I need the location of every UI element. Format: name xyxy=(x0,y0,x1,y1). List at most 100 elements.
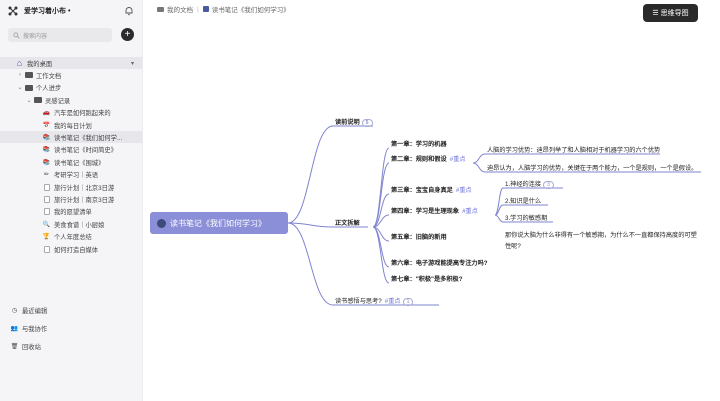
chapter-node[interactable]: 第三章：宝宝自身真足#重点 xyxy=(391,185,472,194)
sidebar-item[interactable]: 📚读书笔记《我们如何学... xyxy=(0,131,142,144)
workspace-header[interactable]: 爱学习着小布 • xyxy=(8,4,136,18)
sidebar-item[interactable]: 📚读书笔记《时间简史》 xyxy=(0,144,142,156)
tree-toggle[interactable]: ⌄ xyxy=(26,97,32,104)
chapter-link xyxy=(372,226,390,284)
child-count-badge[interactable]: 1 xyxy=(402,298,414,306)
search-input[interactable]: 搜索内容 xyxy=(8,28,112,42)
sidebar-item-label: 我的每日计划 xyxy=(54,122,92,130)
note-node[interactable]: 人脑的学习优势：迪昂列举了和人脑相对于机器学习的六个优势 xyxy=(487,145,660,154)
chapter-node[interactable]: 第六章：电子游戏能提高专注力吗? xyxy=(391,258,488,267)
chapter-node-label: 第四章：学习是生理现象 xyxy=(391,208,460,215)
sidebar-item-label: 考研学习｜英语 xyxy=(54,172,99,180)
chapter-node[interactable]: 第七章："积极"是多积极? xyxy=(391,274,463,283)
note-node-label: 那你说大脑为什么非得有一个敏感期，为什么不一直都保持高度的可塑 xyxy=(505,232,697,239)
child-count-badge[interactable]: 3 xyxy=(543,181,554,189)
doc-icon xyxy=(42,245,51,254)
sidebar-item[interactable]: ✏考研学习｜英语 xyxy=(0,169,142,181)
sidebar-item[interactable]: 如何打造自媒体 xyxy=(0,243,142,255)
root-link xyxy=(287,125,334,224)
note-node-label: 迪昂认为，人脑学习的优势，关键在于两个能力，一个是规则，一个是假设。 xyxy=(487,165,698,172)
sidebar-item[interactable]: ⌄灵感记录 xyxy=(0,94,142,106)
chapter-node-label: 第一章：学习的机器 xyxy=(391,141,447,148)
sidebar-item[interactable]: 📅我的每日计划 xyxy=(0,119,142,131)
car-icon: 🚗 xyxy=(42,110,51,117)
sidebar-item-label: 工作文档 xyxy=(36,72,62,80)
sidebar-item-label: 读书笔记《围城》 xyxy=(54,159,105,167)
note-node[interactable]: 性呢? xyxy=(505,241,521,250)
sidebar-item-label: 读书笔记《时间简史》 xyxy=(54,147,117,155)
note-node[interactable]: 3.学习的敏感期 xyxy=(505,213,547,222)
note-node[interactable]: 那你说大脑为什么非得有一个敏感期，为什么不一直都保持高度的可塑 xyxy=(505,230,697,239)
add-button[interactable]: + xyxy=(121,28,134,41)
magnifier-icon: 🔍 xyxy=(42,221,51,228)
breadcrumb-current: 读书笔记《我们如何学习》 xyxy=(211,7,290,14)
chapter-node-label: 第二章：规则和假设 xyxy=(391,156,447,163)
folder-icon xyxy=(24,71,33,80)
book-icon: 📚 xyxy=(42,159,51,166)
sidebar-item[interactable]: 旅行计划｜北京3日游 xyxy=(0,181,142,193)
sidebar: 爱学习着小布 • 搜索内容 + ⌂我的桌面▾›工作文档⌄个人进步⌄灵感记录🚗汽车… xyxy=(0,0,143,401)
tree-toggle[interactable]: ⌄ xyxy=(17,85,23,92)
sidebar-item[interactable]: 📚读书笔记《围城》 xyxy=(0,156,142,168)
tree-toggle[interactable]: › xyxy=(19,72,21,79)
sidebar-item[interactable]: ⌄个人进步 xyxy=(0,82,142,94)
sidebar-footer-label: 与我协作 xyxy=(22,325,48,333)
doc-icon xyxy=(42,183,51,192)
sidebar-footer-item[interactable]: ◷最近编辑 xyxy=(0,304,142,316)
chevron-down-icon[interactable]: ▾ xyxy=(130,60,134,67)
chapter-link xyxy=(372,226,390,268)
mindmap-button[interactable]: ☰ 思维导图 xyxy=(643,4,698,22)
sidebar-item-label: 旅行计划｜北京3日游 xyxy=(54,184,115,192)
chapter-link xyxy=(372,193,390,228)
calendar-icon: 📅 xyxy=(42,122,51,129)
chapter-node[interactable]: 第四章：学习是生理现象#重点 xyxy=(391,206,478,215)
note-node[interactable]: 2.知识是什么 xyxy=(505,196,541,205)
bell-icon[interactable] xyxy=(124,6,134,16)
root-node[interactable]: 读书笔记《我们如何学习》 xyxy=(150,212,288,234)
mindmap-links xyxy=(287,125,701,306)
tag-label: #重点 xyxy=(462,208,478,215)
people-icon: 👥 xyxy=(10,325,19,332)
sidebar-footer-item[interactable]: 🗑回收站 xyxy=(0,340,142,352)
search-placeholder: 搜索内容 xyxy=(23,33,48,40)
sidebar-item-label: 汽车是如何跑起来的 xyxy=(54,110,111,118)
search-icon xyxy=(13,31,20,39)
sidebar-item-label: 美食食谱｜小厨娘 xyxy=(54,221,105,229)
sidebar-item[interactable]: 🏆个人年度总结 xyxy=(0,231,142,243)
sidebar-item[interactable]: 🚗汽车是如何跑起来的 xyxy=(0,107,142,119)
sidebar-item[interactable]: 旅行计划｜南京3日游 xyxy=(0,193,142,205)
sidebar-item[interactable]: 🔍美食食谱｜小厨娘 xyxy=(0,218,142,230)
child-count-badge[interactable]: 5 xyxy=(361,119,373,127)
book-icon xyxy=(157,218,166,228)
sidebar-item[interactable]: › 工作文档 xyxy=(0,69,142,81)
note-node-label: 人脑的学习优势：迪昂列举了和人脑相对于机器学习的六个优势 xyxy=(487,147,661,154)
folder-icon xyxy=(33,96,42,105)
clock-icon: ◷ xyxy=(11,307,18,314)
note-node[interactable]: 迪昂认为，人脑学习的优势，关键在于两个能力，一个是规则，一个是假设。 xyxy=(487,163,697,172)
root-link xyxy=(287,222,334,306)
chapter-node-label: 第五章：旧脑的新用 xyxy=(391,234,447,241)
book-icon: 📚 xyxy=(42,134,51,141)
chapter-node[interactable]: 第五章：旧脑的新用 xyxy=(391,232,447,241)
home-icon: ⌂ xyxy=(16,58,23,68)
chapter-node-label: 第三章：宝宝自身真足 xyxy=(391,187,453,194)
sidebar-item[interactable]: 我的愿望清单 xyxy=(0,206,142,218)
branch-main[interactable]: 正文拆解 xyxy=(335,218,360,227)
tag-label: #重点 xyxy=(384,298,401,305)
book-icon xyxy=(202,6,209,12)
note-link xyxy=(472,153,486,164)
chapter-node[interactable]: 第二章：规则和假设#重点 xyxy=(391,154,466,163)
branch-main-label: 正文拆解 xyxy=(335,220,360,227)
workspace-name: 爱学习着小布 • xyxy=(24,8,71,15)
chapter-node[interactable]: 第一章：学习的机器 xyxy=(391,139,447,148)
sidebar-footer-item[interactable]: 👥与我协作 xyxy=(0,322,142,334)
branch-end-label: 读书感悟与思考? xyxy=(335,298,382,305)
breadcrumb-root[interactable]: 我的文档 xyxy=(167,7,193,14)
sidebar-item[interactable]: ⌂我的桌面▾ xyxy=(0,57,142,69)
root-link xyxy=(287,222,334,228)
sidebar-item-label: 旅行计划｜南京3日游 xyxy=(54,196,115,204)
